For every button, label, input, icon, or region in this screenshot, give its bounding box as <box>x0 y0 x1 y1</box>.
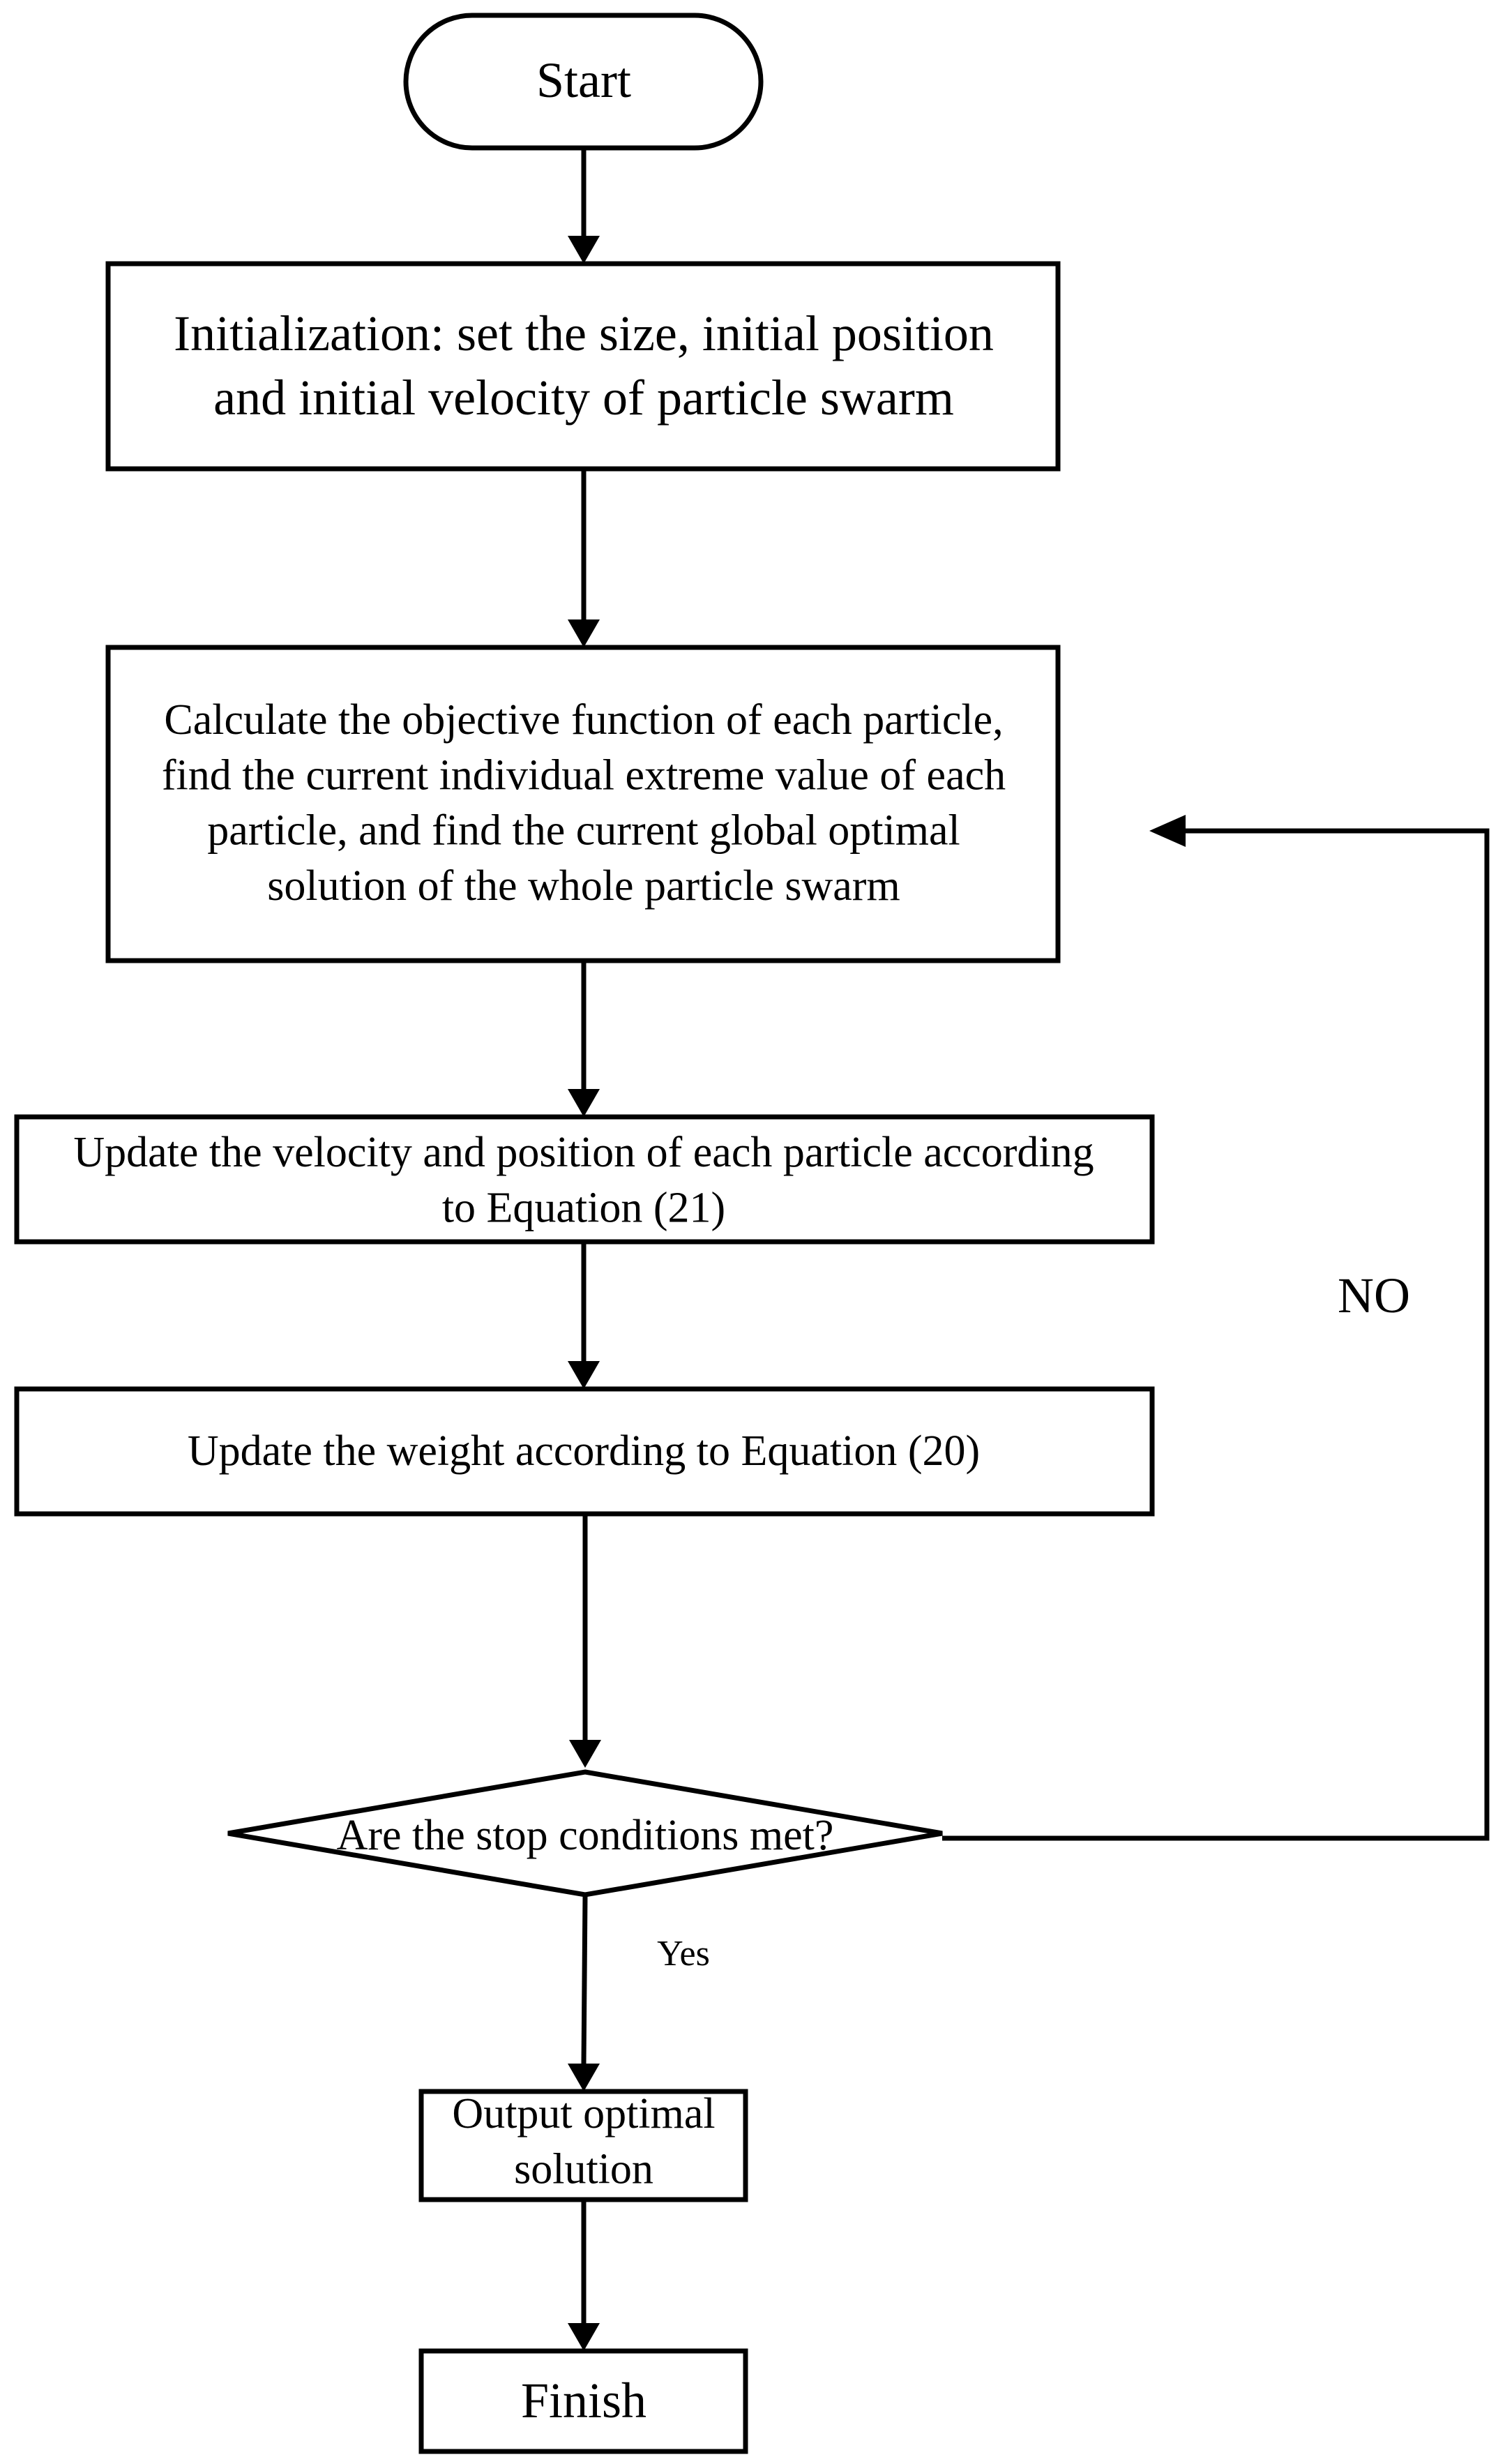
output-line: solution <box>514 2145 653 2193</box>
finish-box <box>418 2348 748 2454</box>
arrowhead-update-velocity <box>568 1089 600 1117</box>
output-line: Output optimal <box>452 2090 715 2138</box>
output-label: Output optimal solution <box>452 2090 715 2193</box>
arrowhead-finish <box>568 2323 600 2351</box>
no-label: NO <box>1338 1268 1410 1323</box>
calc-line: Calculate the objective function of each… <box>164 696 1003 744</box>
output-box <box>418 2089 748 2202</box>
update-weight-label: Update the weight according to Equation … <box>188 1427 980 1475</box>
start-terminator <box>403 13 764 151</box>
update-velocity-line: Update the velocity and position of each… <box>73 1129 1094 1176</box>
edge-decision-no-loop <box>942 828 1490 1841</box>
arrowhead-calc <box>568 619 600 647</box>
init-line: and initial velocity of particle swarm <box>213 370 954 426</box>
calc-line: solution of the whole particle swarm <box>267 862 900 910</box>
calc-label: Calculate the objective function of each… <box>162 696 1006 910</box>
update-velocity-box <box>14 1114 1155 1245</box>
update-weight-box <box>14 1386 1155 1517</box>
arrowhead-output <box>568 2064 600 2091</box>
arrowhead-init <box>568 236 600 264</box>
decision-label: Are the stop conditions met? <box>337 1812 834 1859</box>
start-label: Start <box>536 52 631 108</box>
yes-label: Yes <box>657 1934 710 1974</box>
finish-label: Finish <box>521 2373 646 2428</box>
finish-line: Finish <box>521 2373 646 2428</box>
decision-line: Are the stop conditions met? <box>337 1812 834 1859</box>
calc-line: particle, and find the current global op… <box>207 807 960 855</box>
decision-diamond <box>227 1769 943 1898</box>
arrowhead-update-weight <box>568 1361 600 1389</box>
update-velocity-line: to Equation (21) <box>442 1184 725 1231</box>
start-line: Start <box>536 52 631 108</box>
update-weight-line: Update the weight according to Equation … <box>188 1427 980 1475</box>
init-line: Initialization: set the size, initial po… <box>174 306 994 361</box>
edge-decision-to-output <box>581 1895 588 2064</box>
calc-box <box>105 645 1061 963</box>
arrowhead-no-loop <box>1149 815 1186 847</box>
init-label: Initialization: set the size, initial po… <box>174 306 994 426</box>
update-velocity-label: Update the velocity and position of each… <box>73 1129 1094 1231</box>
calc-line: find the current individual extreme valu… <box>162 751 1006 799</box>
arrowhead-decision <box>569 1740 601 1768</box>
init-box <box>105 261 1061 472</box>
